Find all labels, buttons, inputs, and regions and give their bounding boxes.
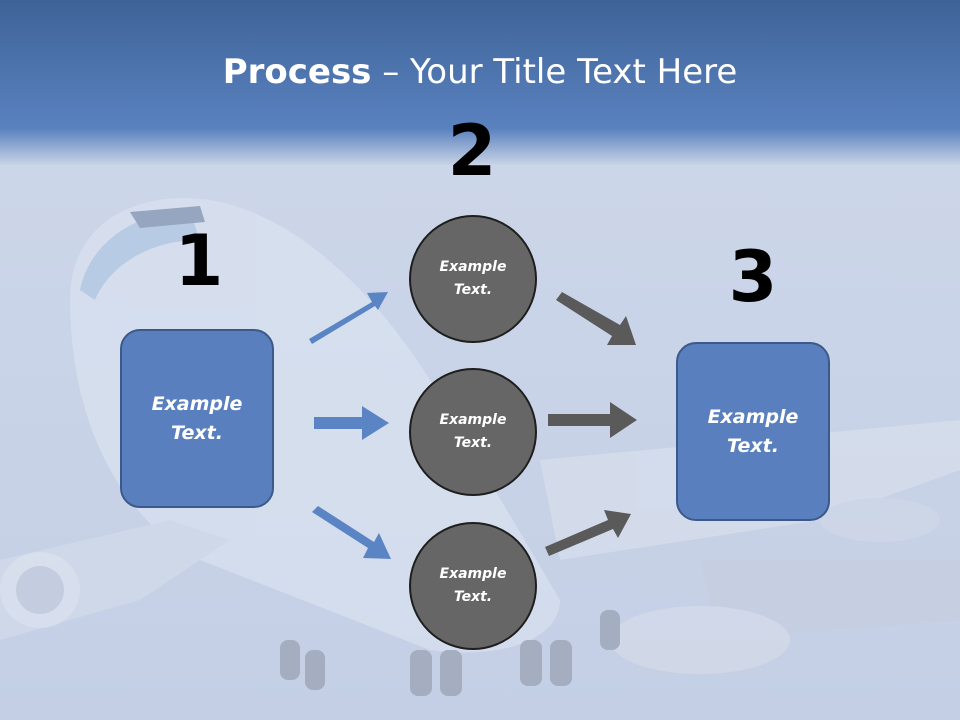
- circle-bottom-line2: Text.: [453, 589, 493, 605]
- circle-middle-line1: Example: [439, 412, 507, 428]
- arrow-top-to-right: [556, 292, 636, 345]
- step-3-text-line2: Text.: [727, 434, 779, 457]
- arrow-bottom-to-right: [545, 510, 631, 556]
- step-3-box: Example Text.: [676, 342, 830, 521]
- title-rest: – Your Title Text Here: [371, 52, 738, 92]
- step-3-text-line1: Example: [707, 405, 799, 428]
- arrow-left-to-top: [309, 292, 388, 344]
- circle-top-line1: Example: [439, 259, 507, 275]
- circle-bottom-line1: Example: [439, 566, 507, 582]
- step-number-1: 1: [174, 220, 224, 302]
- step-number-3: 3: [728, 236, 778, 318]
- step-number-2: 2: [447, 110, 497, 192]
- circle-top-line2: Text.: [453, 282, 493, 298]
- step-2-circle-top: Example Text.: [409, 215, 537, 343]
- step-2-circle-middle: Example Text.: [409, 368, 537, 496]
- arrow-left-to-middle: [314, 406, 389, 440]
- title-bold: Process: [222, 52, 372, 92]
- step-1-text-line2: Text.: [171, 421, 223, 444]
- arrow-left-to-bottom: [312, 506, 391, 559]
- step-1-box: Example Text.: [120, 329, 274, 508]
- circle-middle-line2: Text.: [453, 435, 493, 451]
- step-1-text-line1: Example: [151, 392, 243, 415]
- arrow-middle-to-right: [548, 402, 637, 438]
- slide-title: Process – Your Title Text Here: [0, 52, 960, 92]
- step-2-circle-bottom: Example Text.: [409, 522, 537, 650]
